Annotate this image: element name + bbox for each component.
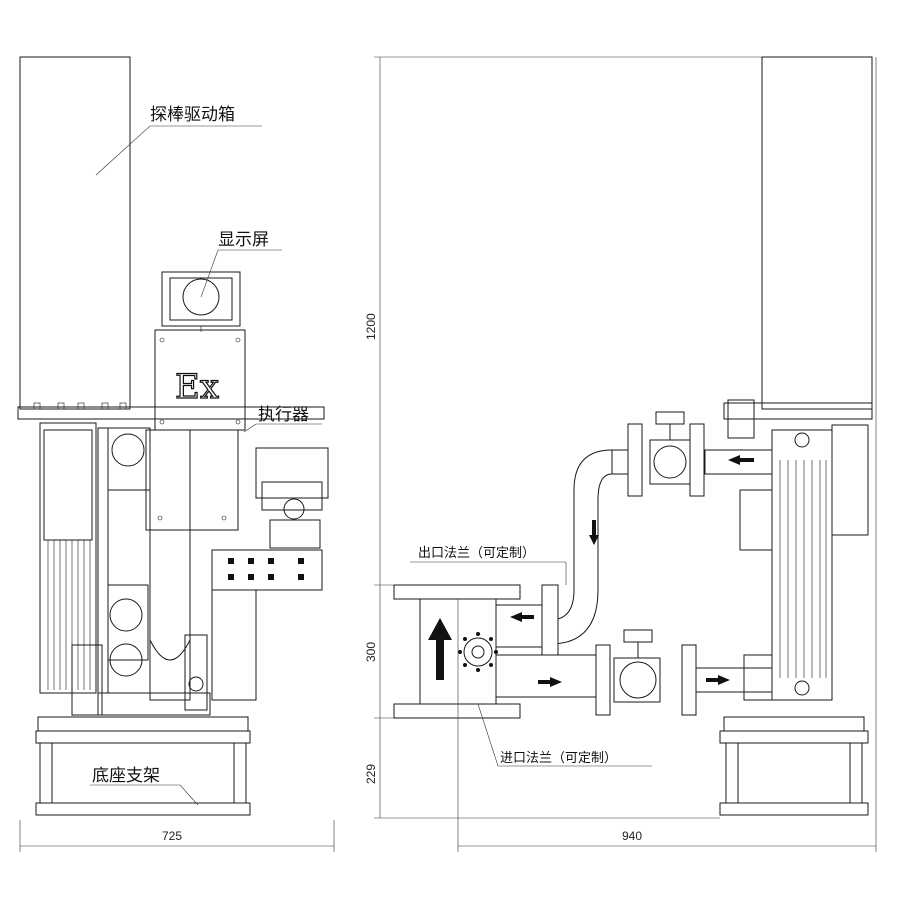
base-lower-rail [35, 802, 251, 816]
display-window [182, 278, 220, 316]
dim-side-width-text: 940 [622, 829, 642, 843]
leader-base-support [90, 784, 199, 806]
side-base-frame [725, 742, 863, 804]
side-base-upper-rail [719, 730, 869, 744]
side-base-top-plate [723, 716, 865, 732]
sensor-port [463, 637, 493, 667]
lower-valve-ball [619, 661, 657, 699]
upper-valve-ball [653, 445, 687, 479]
probe-drive-box [19, 56, 131, 410]
top-plate [17, 406, 325, 420]
side-probe-bottom-port [794, 680, 810, 696]
probe-side-rail [97, 427, 109, 694]
label-probe-drive-box: 探棒驱动箱 [150, 105, 235, 125]
pipe-bend [149, 639, 191, 661]
probe-fins [47, 540, 91, 690]
front-view: Ex [17, 56, 329, 816]
terminal-bolts [228, 558, 304, 580]
plate-bolts [33, 402, 127, 410]
side-annotations: 出口法兰（可定制） 进口法兰（可定制） [410, 546, 652, 767]
dim-total-height-text: 1200 [364, 313, 378, 340]
label-base-support: 底座支架 [92, 766, 160, 786]
label-inlet-flange: 进口法兰（可定制） [500, 751, 617, 766]
valve-port [188, 676, 204, 692]
display-bezel [169, 277, 233, 321]
side-top-plate [723, 402, 873, 420]
valve-body [184, 634, 208, 711]
ex-mark: Ex [175, 367, 219, 407]
outlet-nozzle [495, 604, 543, 648]
label-outlet-flange: 出口法兰（可定制） [418, 546, 535, 561]
dim-base-height-text: 229 [364, 764, 378, 784]
side-probe-body [771, 429, 833, 701]
actuator-body [255, 447, 329, 499]
base-upper-rail [35, 730, 251, 744]
outlet-flange-plate [393, 584, 521, 600]
probe-column-top [43, 429, 93, 541]
probe-column [39, 422, 97, 694]
lower-pipe-elbow [743, 654, 773, 701]
inlet-side-pipe [495, 654, 597, 698]
leader-display-screen [200, 249, 282, 298]
upper-return-pipe [704, 449, 773, 475]
front-annotations: 探棒驱动箱 显示屏 执行器 底座支架 [90, 105, 322, 806]
flow-arrow-left-outlet [510, 612, 534, 622]
outlet-bend-inner [549, 473, 613, 645]
side-actuator [739, 489, 773, 551]
lower-flange-left [595, 644, 611, 716]
inlet-flange-plate [393, 703, 521, 719]
lower-flange-ring-2 [109, 643, 143, 677]
flow-arrow-right-supply [706, 675, 730, 685]
dim-front-width: 725 [19, 820, 335, 852]
upper-flange-right [689, 423, 705, 497]
outlet-pipe-flange [541, 584, 559, 656]
label-actuator: 执行器 [258, 405, 309, 425]
side-cable-gland [727, 399, 755, 439]
sensor-port-core [471, 645, 485, 659]
display-housing [161, 271, 241, 327]
electronics-housing [145, 429, 239, 531]
upper-flange-ring [111, 433, 145, 467]
lower-flange-right [681, 644, 697, 716]
flow-arrow-down [589, 520, 599, 545]
lower-valve-handle [623, 629, 653, 643]
side-probe-drive-box [761, 56, 873, 410]
sensor-port-bolts [458, 632, 498, 672]
dim-flange-height-text: 300 [364, 642, 378, 662]
actuator-knob [283, 498, 305, 520]
side-probe-top-port [794, 432, 810, 448]
side-motor [831, 424, 869, 536]
lower-pipe-flange [107, 584, 149, 661]
leader-probe-drive-box [95, 125, 262, 176]
leader-actuator [243, 423, 322, 433]
outlet-bend-outer [549, 449, 613, 621]
leader-inlet-flange [477, 703, 652, 767]
lower-flange-ring [109, 598, 143, 632]
flow-arrow-up [428, 618, 452, 680]
upper-valve-handle [655, 411, 685, 425]
left-foot-bracket [71, 644, 103, 716]
side-probe-fins [779, 460, 827, 678]
label-display-screen: 显示屏 [218, 230, 269, 250]
lower-valve-body [613, 657, 661, 703]
base-top-plate [37, 716, 249, 732]
dim-side-width: 940 [457, 57, 877, 852]
upper-valve-body [649, 439, 691, 485]
dim-front-width-text: 725 [162, 829, 182, 843]
upper-flange-left [627, 423, 643, 497]
terminal-block [211, 549, 323, 591]
flow-arrow-left-upper [728, 455, 754, 465]
actuator-coupling [269, 519, 321, 549]
actuator-gearbox [261, 481, 323, 511]
side-view [393, 56, 873, 816]
flow-arrow-right-lower [538, 677, 562, 687]
side-base-lower-rail [719, 802, 869, 816]
dim-vertical: 1200 300 229 [364, 56, 762, 819]
ex-box-bolts [157, 337, 241, 521]
lower-bracket [97, 692, 211, 716]
upper-pipe-stub [611, 449, 629, 475]
side-bracket [211, 589, 257, 701]
